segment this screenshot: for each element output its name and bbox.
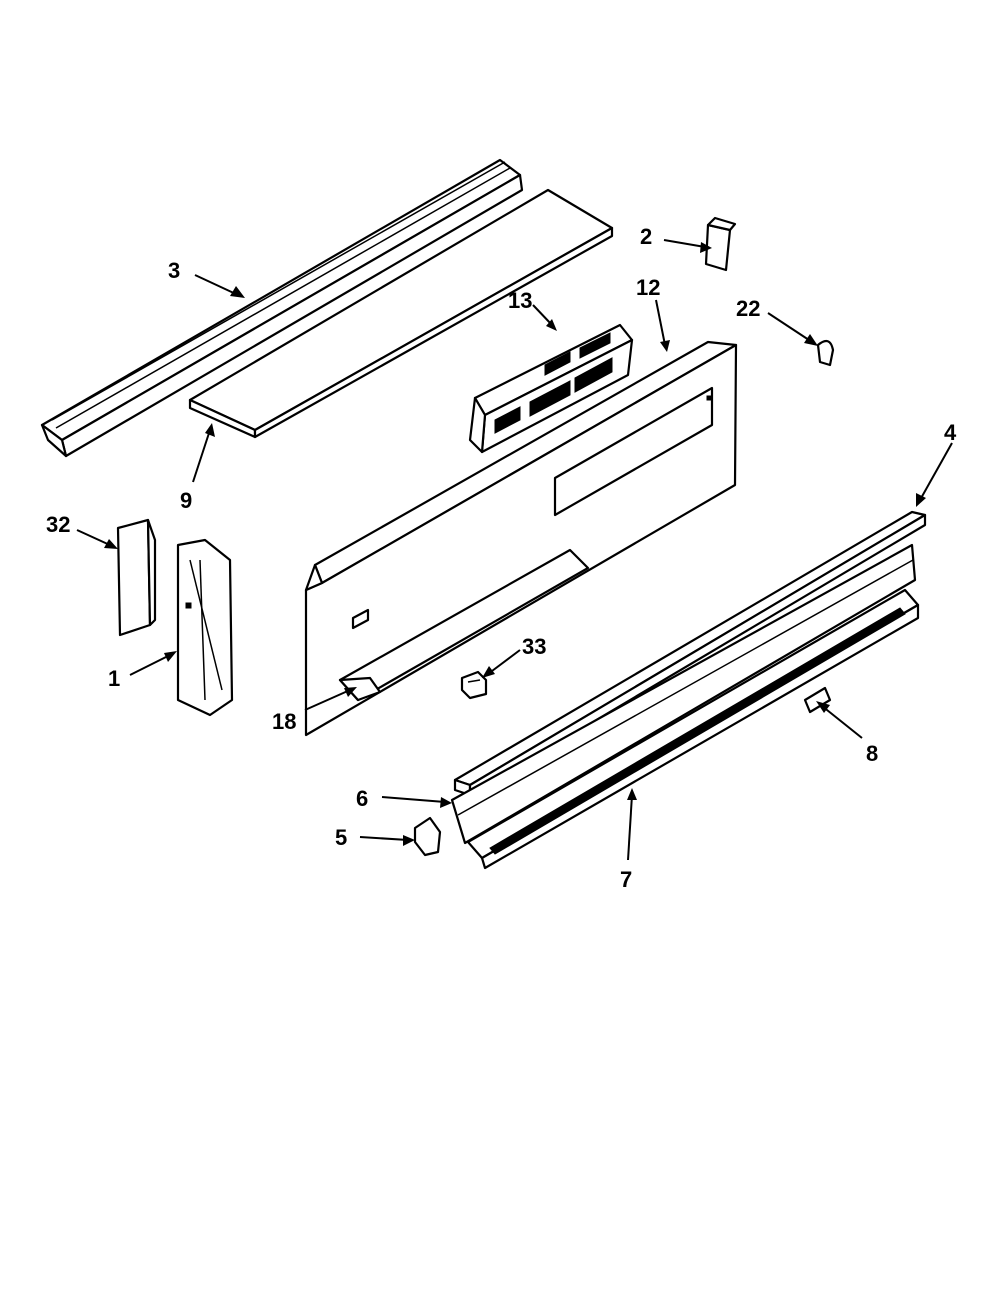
leader-lines (76, 239, 953, 861)
part-3-top-rail (40, 158, 524, 458)
callout-12: 12 (636, 275, 660, 300)
callout-13: 13 (508, 288, 532, 313)
part-5-end-cap (413, 816, 442, 857)
callout-9: 9 (180, 488, 192, 513)
callout-18: 18 (272, 709, 296, 734)
callout-6: 6 (356, 786, 368, 811)
part-2-clip (704, 216, 737, 272)
part-22-clip (816, 339, 835, 367)
part-4-rear-rail (453, 510, 927, 797)
callout-1: 1 (108, 666, 120, 691)
callout-5: 5 (335, 825, 347, 850)
part-33-fastener (460, 670, 488, 700)
part-13-electronic-control (468, 323, 634, 454)
part-9-top-panel (188, 188, 614, 439)
callout-4: 4 (944, 420, 957, 445)
part-18-bracket (338, 548, 590, 702)
callout-33: 33 (522, 634, 546, 659)
callout-2: 2 (640, 224, 652, 249)
part-8-bracket (803, 686, 832, 714)
callout-32: 32 (46, 512, 70, 537)
callout-3: 3 (168, 258, 180, 283)
part-1-end-cap (176, 538, 234, 717)
callout-22: 22 (736, 296, 760, 321)
callout-7: 7 (620, 867, 632, 892)
callout-labels: 3 9 13 12 2 22 4 32 1 18 33 8 6 5 7 (46, 224, 957, 892)
part-32-side-bracket (116, 518, 157, 637)
part-7-lower-channel (466, 588, 920, 870)
part-6-trim-strip (450, 543, 917, 845)
callout-8: 8 (866, 741, 878, 766)
